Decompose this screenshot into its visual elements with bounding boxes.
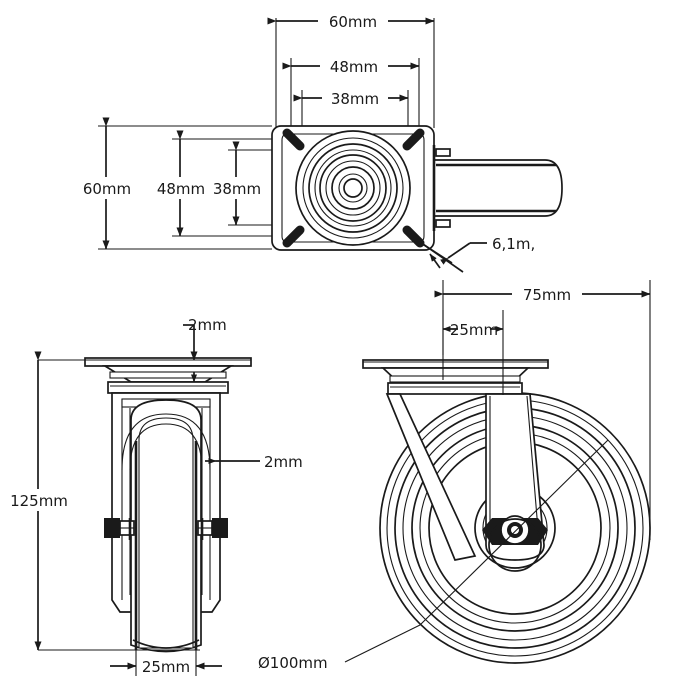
mounting-hole-bottom-left bbox=[282, 225, 305, 248]
side-fork-rear-leg bbox=[385, 393, 477, 561]
front-top-plate bbox=[84, 357, 252, 394]
top-view-wheel bbox=[432, 145, 563, 231]
dim-label-top-38mm: 38mm bbox=[331, 90, 379, 108]
swivel-bearing-rings bbox=[295, 130, 411, 246]
dim-label-fork-thickness: 2mm bbox=[264, 453, 303, 471]
dim-label-total-height: 125mm bbox=[10, 492, 68, 510]
side-swivel-raceway bbox=[387, 382, 523, 395]
mounting-hole-top-right bbox=[402, 128, 425, 151]
top-view-fork-tab-upper bbox=[435, 148, 451, 157]
dim-top-38mm: 38mm bbox=[293, 88, 409, 108]
dim-top-60mm: 60mm bbox=[267, 11, 435, 31]
callout-bolt-hole: 6,1m, bbox=[409, 234, 535, 273]
front-swivel-raceway bbox=[107, 381, 229, 394]
left-extension-lines bbox=[98, 125, 300, 250]
dim-label-plate-thickness: 2mm bbox=[188, 316, 227, 334]
dim-wheel-diameter: Ø100mm bbox=[258, 439, 609, 672]
side-view-group: 75mm 25mm Ø100mm bbox=[258, 280, 651, 672]
dim-label-left-60mm: 60mm bbox=[83, 180, 131, 198]
top-view-fork-tab-lower bbox=[435, 219, 451, 228]
dim-label-top-48mm: 48mm bbox=[330, 58, 378, 76]
dim-label-top-60mm: 60mm bbox=[329, 13, 377, 31]
dim-label-overall-offset: 75mm bbox=[523, 286, 571, 304]
front-view-group: 2mm 2mm 125mm 25mm bbox=[6, 316, 303, 676]
dim-label-left-38mm: 38mm bbox=[213, 180, 261, 198]
dim-swivel-offset: 25mm bbox=[442, 310, 504, 395]
dim-left-38mm: 38mm bbox=[208, 141, 266, 226]
dim-label-left-48mm: 48mm bbox=[157, 180, 205, 198]
top-extension-lines bbox=[275, 18, 435, 135]
side-top-plate bbox=[362, 359, 549, 395]
dim-plate-thickness: 2mm bbox=[183, 316, 227, 383]
dim-top-48mm: 48mm bbox=[282, 56, 420, 76]
dim-fork-thickness: 2mm bbox=[205, 453, 303, 471]
dim-left-60mm: 60mm bbox=[78, 117, 136, 250]
dim-label-wheel-diameter: Ø100mm bbox=[258, 654, 328, 672]
dim-label-swivel-offset: 25mm bbox=[450, 321, 498, 339]
dim-overall-offset: 75mm bbox=[434, 280, 651, 540]
dim-wheel-width: 25mm bbox=[110, 650, 222, 676]
dim-label-wheel-width: 25mm bbox=[142, 658, 190, 676]
dim-left-48mm: 48mm bbox=[152, 130, 210, 237]
front-wheel bbox=[130, 399, 202, 653]
front-axle-bolts bbox=[104, 518, 228, 540]
side-axle-hex-nut bbox=[482, 515, 548, 572]
front-fork-arch bbox=[121, 413, 211, 471]
top-view-group: 60mm 48mm 38mm 60mm 48mm bbox=[78, 11, 563, 273]
dim-label-bolt-hole: 6,1m, bbox=[492, 235, 535, 253]
mounting-hole-top-left bbox=[282, 128, 305, 151]
dim-total-height: 125mm bbox=[6, 351, 200, 651]
